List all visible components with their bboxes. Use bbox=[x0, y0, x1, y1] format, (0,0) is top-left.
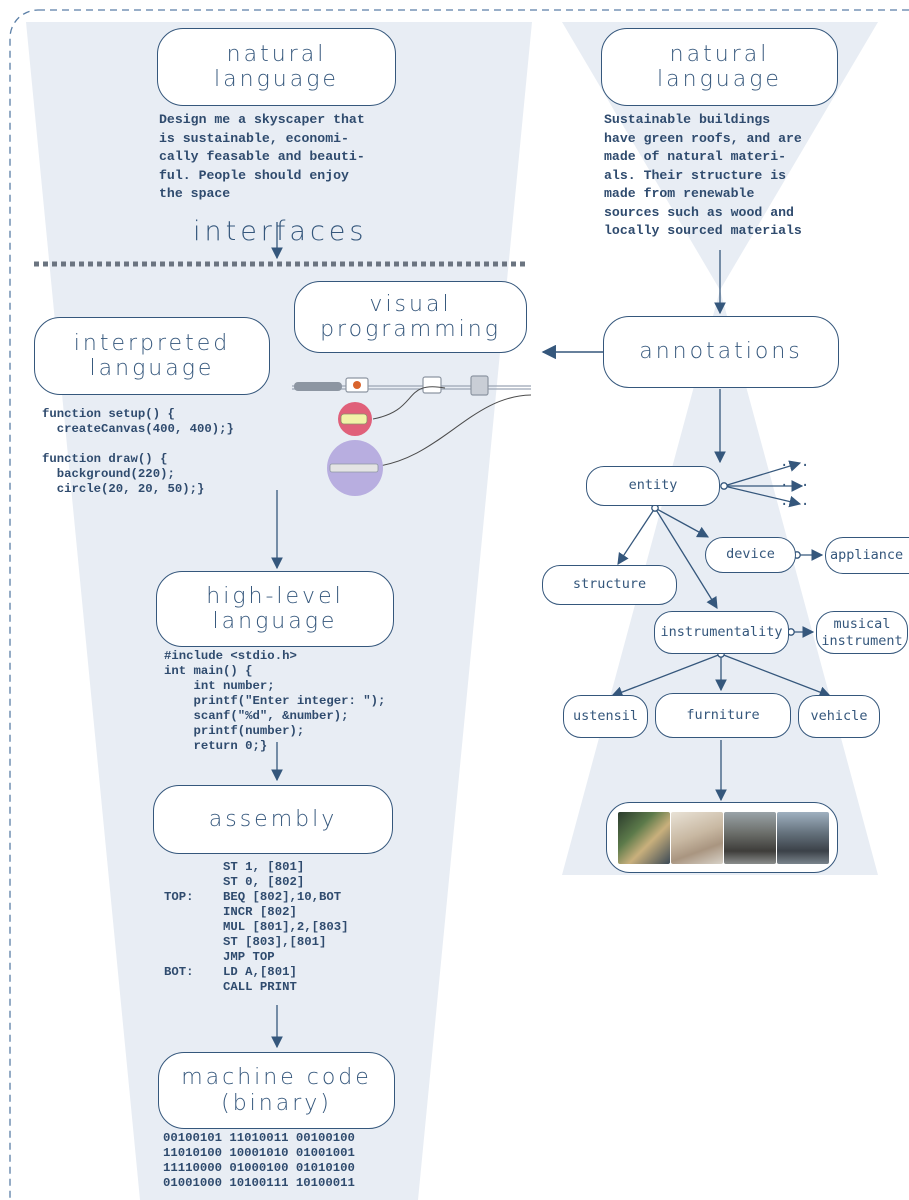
high-level-language-box: high-level language bbox=[156, 571, 394, 647]
generated-image-3 bbox=[724, 812, 776, 864]
node-ustensil: ustensil bbox=[563, 695, 648, 738]
generated-image-1 bbox=[618, 812, 670, 864]
interpreted-language-box: interpreted language bbox=[34, 317, 270, 395]
knowledge-text: Sustainable buildings have green roofs, … bbox=[604, 112, 802, 238]
prompt-text: Design me a skyscaper that is sustainabl… bbox=[159, 112, 365, 201]
assembly-title: assembly bbox=[208, 806, 338, 832]
natural-language-box-right: natural language bbox=[601, 28, 838, 106]
node-structure: structure bbox=[542, 565, 677, 605]
node-device: device bbox=[705, 537, 796, 573]
ellipsis-3: ··· bbox=[780, 497, 812, 513]
natural-language-box-left: natural language bbox=[157, 28, 396, 106]
interpreted-code: function setup() { createCanvas(400, 400… bbox=[42, 407, 234, 496]
generated-image-4 bbox=[777, 812, 829, 864]
interfaces-label: interfaces bbox=[193, 216, 368, 247]
dashed-frame bbox=[9, 9, 909, 1200]
node-appliance: appliance bbox=[825, 537, 909, 574]
node-furniture: furniture bbox=[655, 693, 791, 738]
machine-code-box: machine code (binary) bbox=[158, 1052, 395, 1129]
natural-language-title-left: natural language bbox=[214, 41, 339, 92]
node-musical-instrument: musical instrument bbox=[816, 611, 908, 654]
visual-programming-title: visual programming bbox=[320, 291, 501, 342]
ellipsis-2: ··· bbox=[780, 478, 812, 494]
high-level-language-title: high-level language bbox=[206, 583, 344, 634]
annotations-title: annotations bbox=[639, 339, 803, 365]
machine-code-title: machine code (binary) bbox=[181, 1065, 372, 1116]
assembly-box: assembly bbox=[153, 785, 393, 854]
node-instrumentality: instrumentality bbox=[654, 611, 789, 654]
visual-programming-graph bbox=[292, 375, 532, 496]
ellipsis-1: ··· bbox=[780, 458, 812, 474]
assembly-code: ST 1, [801] ST 0, [802] TOP: BEQ [802],1… bbox=[164, 860, 349, 994]
machine-code-binary: 00100101 11010011 00100100 11010100 1000… bbox=[163, 1131, 355, 1190]
visual-programming-box: visual programming bbox=[294, 281, 527, 353]
node-entity: entity bbox=[586, 466, 720, 506]
interpreted-language-title: interpreted language bbox=[73, 330, 231, 381]
generated-image-2 bbox=[671, 812, 723, 864]
node-vehicle: vehicle bbox=[798, 695, 880, 738]
annotations-box: annotations bbox=[603, 316, 839, 388]
natural-language-title-right: natural language bbox=[657, 41, 782, 92]
high-level-code: #include <stdio.h> int main() { int numb… bbox=[164, 649, 386, 753]
